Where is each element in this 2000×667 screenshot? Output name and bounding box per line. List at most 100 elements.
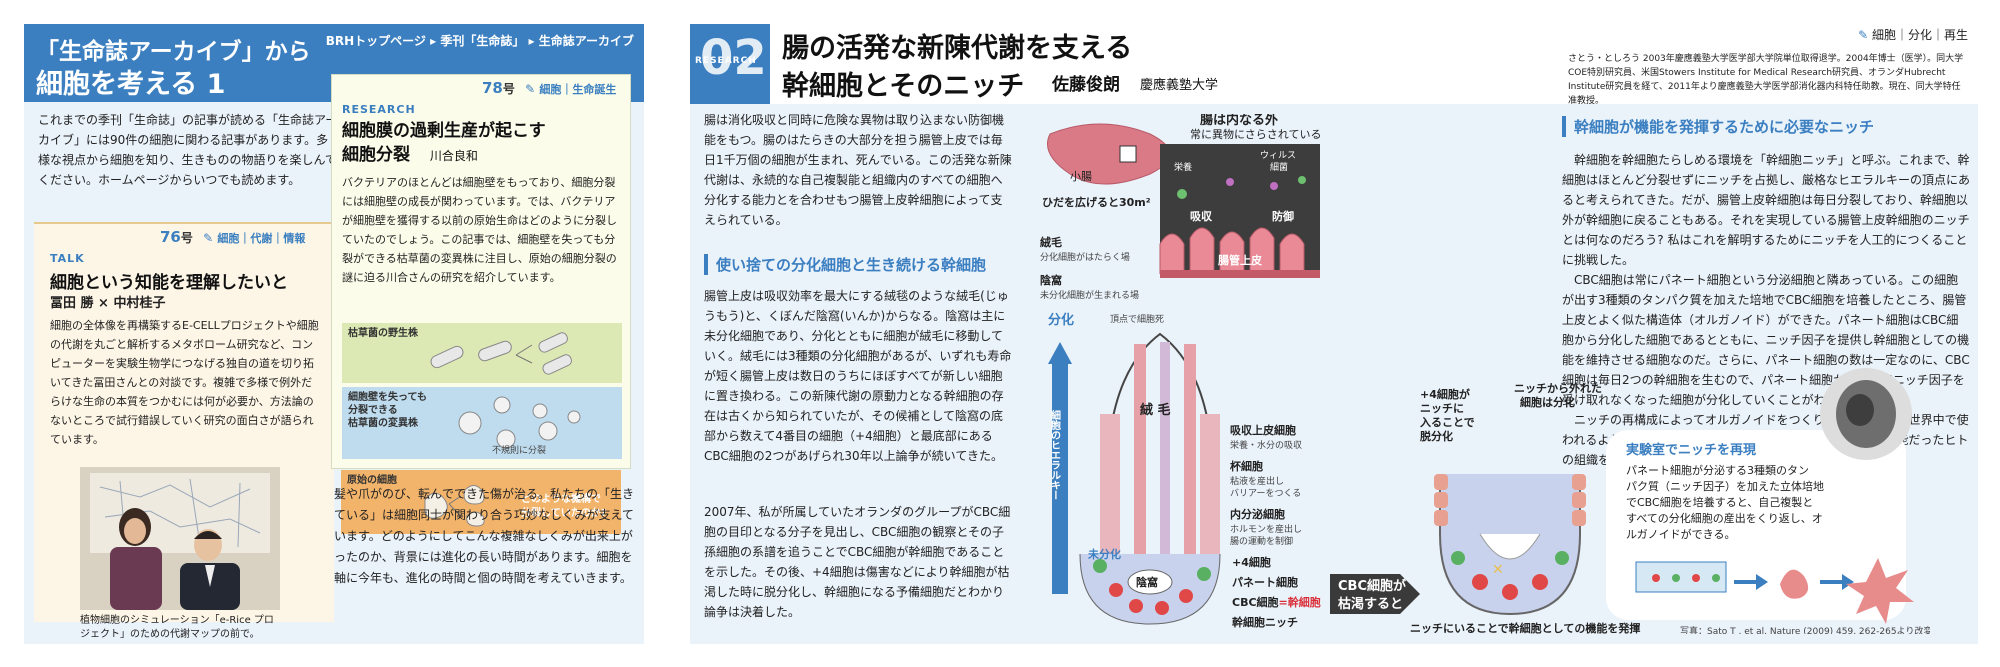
cbc-term: CBC細胞 (1232, 595, 1279, 609)
undifferentiated-label: 未分化 (1087, 547, 1121, 561)
article-tags-text: 細胞｜分化｜再生 (1871, 28, 1968, 42)
article-affiliation: 慶應義塾大学 (1140, 78, 1219, 93)
x-mark-icon: ✕ (1492, 562, 1504, 578)
lab-body-line1: パネート細胞が分泌する3種類のタン (1626, 463, 1809, 477)
primitive-question-line1: どのような機構で (521, 492, 601, 505)
absorb-label: 吸収 (1190, 210, 1213, 223)
lab-title: 実験室でニッチを再現 (1626, 442, 1756, 458)
leave-niche-line1: ニッチから外れた (1514, 381, 1602, 395)
endocrine-label: 内分泌細胞 (1230, 507, 1285, 521)
plus4-dediff-line3: 入ることで (1420, 416, 1475, 429)
talk-label: TALK (50, 252, 85, 265)
mutant-label-line2: 分裂できる (348, 405, 398, 416)
depleted-crypt-illustration: ✕ (1434, 474, 1586, 616)
research-title-line2: 細胞分裂 (342, 145, 410, 165)
article-tags: ✎ 細胞｜分化｜再生 (1858, 26, 1968, 43)
plus4-dediff-line4: 脱分化 (1420, 429, 1453, 443)
mutant-label-line3: 枯草菌の変異株 (348, 418, 418, 429)
goblet-desc2: バリアーをつくる (1230, 488, 1301, 499)
research-issue-number: 78 (482, 79, 503, 97)
archive-bottom-text: 髪や爪がのび、転んでできた傷が治る。私たちの「生きている」は細胞同士が関わり合う… (334, 487, 635, 585)
small-intestine-illustration (1047, 123, 1171, 185)
crypt-term: 陰窩 (1040, 273, 1062, 287)
breadcrumb-archive[interactable]: 生命誌アーカイブ (538, 34, 634, 48)
author-bio: さとう・としろう 2003年慶應義塾大学医学部大学院単位取得退学。2004年博士… (1568, 54, 1964, 106)
breadcrumb-arrow-icon: ▸ (430, 34, 441, 48)
gut-title: 腸は内なる外 (1200, 114, 1278, 128)
nutrient-label: 栄養 (1174, 161, 1192, 173)
talk-card[interactable]: 76号 ✎ 細胞｜代謝｜情報 TALK 細胞という知能を理解したいと 冨田 勝 … (34, 222, 334, 640)
primitive-cells-illustration: どのような機構で 分裂していたのか? (424, 485, 607, 527)
talk-body: 細胞の全体像を再構築するE-CELLプロジェクトや細胞の代謝を丸ごと解析するメタ… (50, 319, 319, 446)
lab-body-line4: すべての分化細胞の産出をくり返し、オ (1626, 511, 1823, 525)
niche-function-label: ニッチにいることで幹細胞としての機能を発揮 (1410, 621, 1640, 634)
mutant-strain-box: 細胞壁を失っても 分裂できる 枯草菌の変異株 不規則に分裂 (342, 387, 622, 459)
cbc-depleted-line1: CBC細胞が (1338, 578, 1406, 594)
gut-subtitle: 常に異物にさらされている (1190, 127, 1321, 141)
top-cell-death-label: 頂点で細胞死 (1110, 313, 1164, 325)
wild-strain-label: 枯草菌の野生株 (348, 328, 418, 339)
intestine-stem-cell-diagram: 小腸 ひだを広げると30m² 腸は内なる外 常に異物にさらされている 栄養 ウィ… (1040, 114, 1930, 634)
endocrine-desc2: 腸の運動を制御 (1230, 535, 1293, 547)
research-issue-suffix: 号 (502, 82, 515, 96)
lab-body-line2: パク質（ニッチ因子）を加えた立体培地 (1626, 479, 1824, 493)
article-title-line1: 腸の活発な新陳代謝を支える (782, 33, 1133, 64)
archive-header: 「生命誌アーカイブ」から 細胞を考える 1 BRHトップページ ▸ 季刊「生命誌… (24, 24, 644, 102)
research-card[interactable]: 78号 ✎ 細胞｜生命誕生 RESEARCH 細胞膜の過剰生産が起こす 細胞分裂… (331, 74, 631, 469)
article-number-badge: 02 RESEARCH (690, 24, 770, 104)
breadcrumb: BRHトップページ ▸ 季刊「生命誌」 ▸ 生命誌アーカイブ (326, 32, 634, 49)
hierarchy-label: 細胞のヒエラルキー (1049, 409, 1062, 500)
talk-issue: 76号 ✎ 細胞｜代謝｜情報 (160, 228, 305, 246)
villus-term: 絨毛 (1040, 235, 1062, 249)
plus4-dediff-line2: ニッチに (1420, 402, 1464, 415)
mutant-strain-label: 細胞壁を失っても 分裂できる 枯草菌の変異株 (348, 391, 427, 430)
depletion-arrow (1330, 574, 1420, 614)
crypt-label: 陰窩 (1136, 575, 1158, 589)
research-title-line1: 細胞膜の過剰生産が起こす (342, 121, 546, 141)
breadcrumb-top[interactable]: BRHトップページ (325, 34, 426, 48)
leave-niche-line2: 細胞は分化 (1520, 395, 1575, 409)
archive-intro: これまでの季刊「生命誌」の記事が読める「生命誌アーカイブ」には90件の細胞に関わ… (38, 113, 338, 187)
plus4-dediff-line1: +4細胞が (1420, 387, 1470, 401)
research-issue: 78号 ✎ 細胞｜生命誕生 (482, 79, 616, 97)
endocrine-desc1: ホルモンを産出し (1230, 523, 1302, 535)
differentiation-label: 分化 (1048, 312, 1074, 328)
research-body: バクテリアのほとんどは細胞壁をもっており、細胞分裂には細胞壁の成長が関わっていま… (342, 176, 617, 284)
research-label: RESEARCH (342, 103, 416, 116)
pen-icon: ✎ (1858, 28, 1869, 42)
research-tags: 細胞｜生命誕生 (539, 83, 617, 96)
absorptive-desc: 栄養・水分の吸収 (1230, 439, 1302, 451)
villus-crypt-illustration (1100, 332, 1220, 585)
absorptive-label: 吸収上皮細胞 (1230, 423, 1296, 437)
article-header (770, 24, 1978, 104)
talk-issue-number: 76 (160, 228, 181, 246)
section1-body2: 2007年、私が所属していたオランダのグループがCBC細胞の目印となる分子を見出… (704, 505, 1011, 619)
area-label: ひだを広げると30m² (1042, 195, 1151, 209)
section2-heading: 幹細胞が機能を発揮するために必要なニッチ (1562, 116, 1874, 137)
primitive-question-line2: 分裂していたのか? (521, 506, 607, 519)
primitive-cell-label: 原始の細胞 (347, 475, 397, 486)
mutant-label-line1: 細胞壁を失っても (348, 392, 427, 403)
lab-body-line5: ルガノイドができる。 (1626, 527, 1735, 541)
organoid-photo (1820, 368, 1912, 460)
mutant-cells-illustration: 不規則に分裂 (458, 396, 581, 456)
villi-illustration (1159, 227, 1320, 278)
organoid-culture-illustration (1635, 558, 1914, 624)
article-title-line2: 幹細胞とそのニッチ (782, 71, 1025, 102)
villus-label: 絨 毛 (1140, 402, 1171, 418)
talk-title: 細胞という知能を理解したいと (50, 273, 288, 293)
archive-title-line2: 細胞を考える 1 (36, 69, 226, 100)
pen-icon: ✎ (525, 82, 536, 96)
cbc-depleted-line2: 枯渇すると (1338, 596, 1403, 612)
article-number: 02 (700, 30, 767, 86)
photo-credit: 写真：Sato T , et al. Nature (2009) 459, 26… (1680, 625, 1930, 634)
talk-issue-suffix: 号 (180, 231, 193, 245)
hierarchy-arrow-head (1048, 342, 1072, 364)
virus-label: ウィルス (1260, 150, 1296, 161)
article-category: RESEARCH (695, 56, 757, 66)
section1-heading: 使い捨ての分化細胞と生き続ける幹細胞 (704, 254, 986, 275)
breadcrumb-arrow-icon: ▸ (528, 34, 539, 48)
bacteria-label: 細菌 (1270, 161, 1288, 173)
breadcrumb-magazine[interactable]: 季刊「生命誌」 (440, 34, 525, 48)
